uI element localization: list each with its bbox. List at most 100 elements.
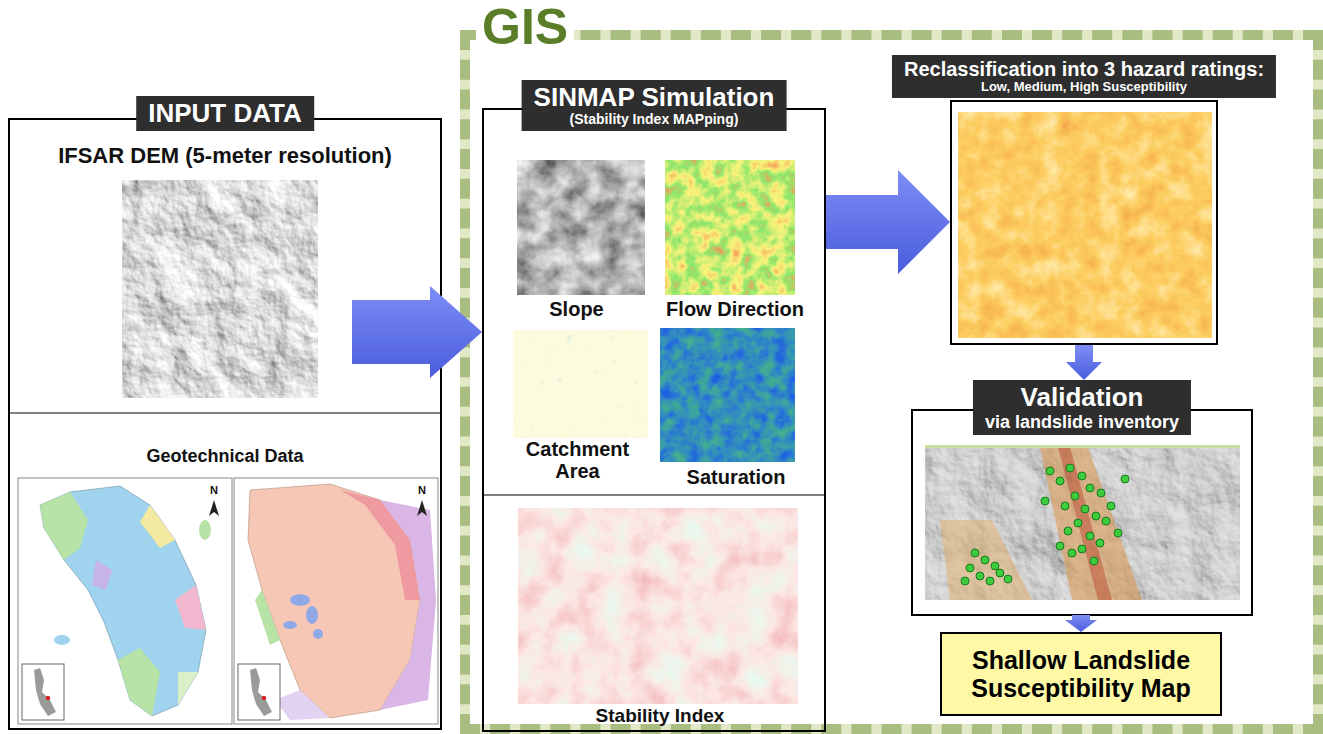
- map-ground: [925, 445, 1240, 600]
- landslide-point: [1041, 497, 1049, 505]
- landslide-point: [1121, 475, 1129, 483]
- header-title: Validation: [985, 383, 1179, 412]
- inset-marker: [46, 696, 50, 700]
- map-frame: [912, 410, 1252, 615]
- inset-marker: [262, 696, 266, 700]
- inset-map: [238, 664, 280, 720]
- north-label: N: [210, 484, 218, 496]
- landslide-point: [1107, 502, 1115, 510]
- header-label: Validationvia landslide inventory: [973, 380, 1191, 435]
- validation-box: Validationvia landslide inventory: [912, 380, 1252, 615]
- landslide-point: [1086, 532, 1094, 540]
- landslide-point: [1056, 477, 1064, 485]
- map-island: [306, 606, 318, 624]
- node-label: Slope: [549, 298, 603, 320]
- header-label: SINMAP Simulation(Stability Index MAPpin…: [522, 80, 787, 131]
- map-island: [199, 520, 211, 540]
- slope-image: [517, 160, 645, 295]
- hazard-map-box: Reclassification into 3 hazard ratings:L…: [950, 100, 1218, 345]
- landslide-point: [981, 556, 989, 564]
- map-frame: [234, 478, 438, 724]
- node-label: Flow Direction: [666, 298, 804, 320]
- text-block: Catchment Area: [507, 438, 648, 483]
- terrain-band: [940, 520, 1032, 600]
- hillshade-image: [122, 180, 318, 398]
- header-title: Reclassification into 3 hazard ratings:: [904, 58, 1264, 80]
- input-section: Geotechnical Data: [10, 414, 440, 728]
- landslide-point: [1092, 512, 1100, 520]
- landslide-point: [1061, 502, 1069, 510]
- node-label: IFSAR DEM (5-meter resolution): [58, 144, 392, 169]
- hazard-map-image: [958, 112, 1212, 338]
- divider-line: [10, 412, 440, 414]
- terrain-band: [1040, 447, 1142, 600]
- flow-arrow: [1066, 345, 1102, 380]
- result-box: Shallow Landslide Susceptibility Map: [940, 632, 1222, 716]
- landslide-point: [1078, 545, 1086, 553]
- flow-arrow: [352, 286, 482, 378]
- node-label: Catchment Area: [507, 438, 648, 483]
- node-label: Saturation: [687, 466, 786, 488]
- layer-panel: Catchment Area: [505, 328, 650, 493]
- flow-arrow: [1065, 615, 1097, 632]
- header-subtitle: via landslide inventory: [985, 412, 1179, 432]
- map-unit: [40, 492, 88, 560]
- map-unit: [118, 648, 160, 716]
- map-strip: [925, 445, 1240, 448]
- map-unit: [178, 672, 198, 705]
- north-arrow: [209, 500, 219, 516]
- saturation-image: [660, 328, 795, 462]
- node-label: Stability Index: [596, 705, 725, 726]
- map-island: [313, 629, 323, 639]
- landslide-point: [1114, 529, 1122, 537]
- landslide-point: [971, 549, 979, 557]
- text-block: Geotechnical Data: [146, 446, 303, 466]
- landslide-point: [986, 577, 994, 585]
- landslide-point: [1096, 539, 1104, 547]
- text-block: Saturation: [687, 466, 786, 488]
- landslide-point: [1071, 492, 1079, 500]
- landslide-point: [991, 562, 999, 570]
- geology-map: [18, 478, 232, 724]
- north-arrow: [417, 500, 427, 516]
- node-label: Shallow Landslide Susceptibility Map: [950, 646, 1212, 702]
- simulation-box: SINMAP Simulation(Stability Index MAPpin…: [482, 108, 826, 732]
- landslide-point: [1064, 527, 1072, 535]
- map-unit: [255, 590, 280, 645]
- landslide-point: [966, 564, 974, 572]
- text-block: Stability Index: [596, 705, 725, 726]
- landslide-point: [1078, 472, 1086, 480]
- header-label: INPUT DATA: [136, 96, 314, 131]
- node-label: GIS: [482, 0, 568, 55]
- map-island: [290, 594, 310, 606]
- text-block: GIS: [476, 0, 574, 55]
- flow-arrow: [826, 170, 950, 274]
- input-section: IFSAR DEM (5-meter resolution): [10, 120, 440, 412]
- landslide-point: [961, 577, 969, 585]
- landslide-point: [1066, 464, 1074, 472]
- terrain-band: [1058, 447, 1112, 600]
- map-annotation: N: [418, 484, 426, 496]
- north-label: N: [418, 484, 426, 496]
- catchment-image: [513, 330, 648, 438]
- gis-panel: GISSINMAP Simulation(Stability Index MAP…: [460, 30, 1323, 734]
- hillshade-image: [925, 445, 1240, 600]
- landslide-point: [996, 569, 1004, 577]
- map-unit: [40, 486, 206, 716]
- panel-band: [465, 35, 1318, 729]
- landslide-point: [1081, 505, 1089, 513]
- map-unit: [175, 585, 206, 630]
- text-block: Flow Direction: [666, 298, 804, 320]
- landslide-point: [1056, 542, 1064, 550]
- landslide-point: [1102, 517, 1110, 525]
- map-frame: [18, 478, 232, 724]
- layer-panel: Flow Direction: [650, 150, 820, 325]
- inset-land: [34, 668, 56, 716]
- landslide-points: [961, 464, 1129, 585]
- inset-map: [22, 664, 64, 720]
- landslide-point: [1004, 575, 1012, 583]
- landslide-point: [1046, 467, 1054, 475]
- header-label: Reclassification into 3 hazard ratings:L…: [892, 55, 1276, 98]
- geology-map: [234, 478, 438, 724]
- header-title: INPUT DATA: [148, 99, 302, 128]
